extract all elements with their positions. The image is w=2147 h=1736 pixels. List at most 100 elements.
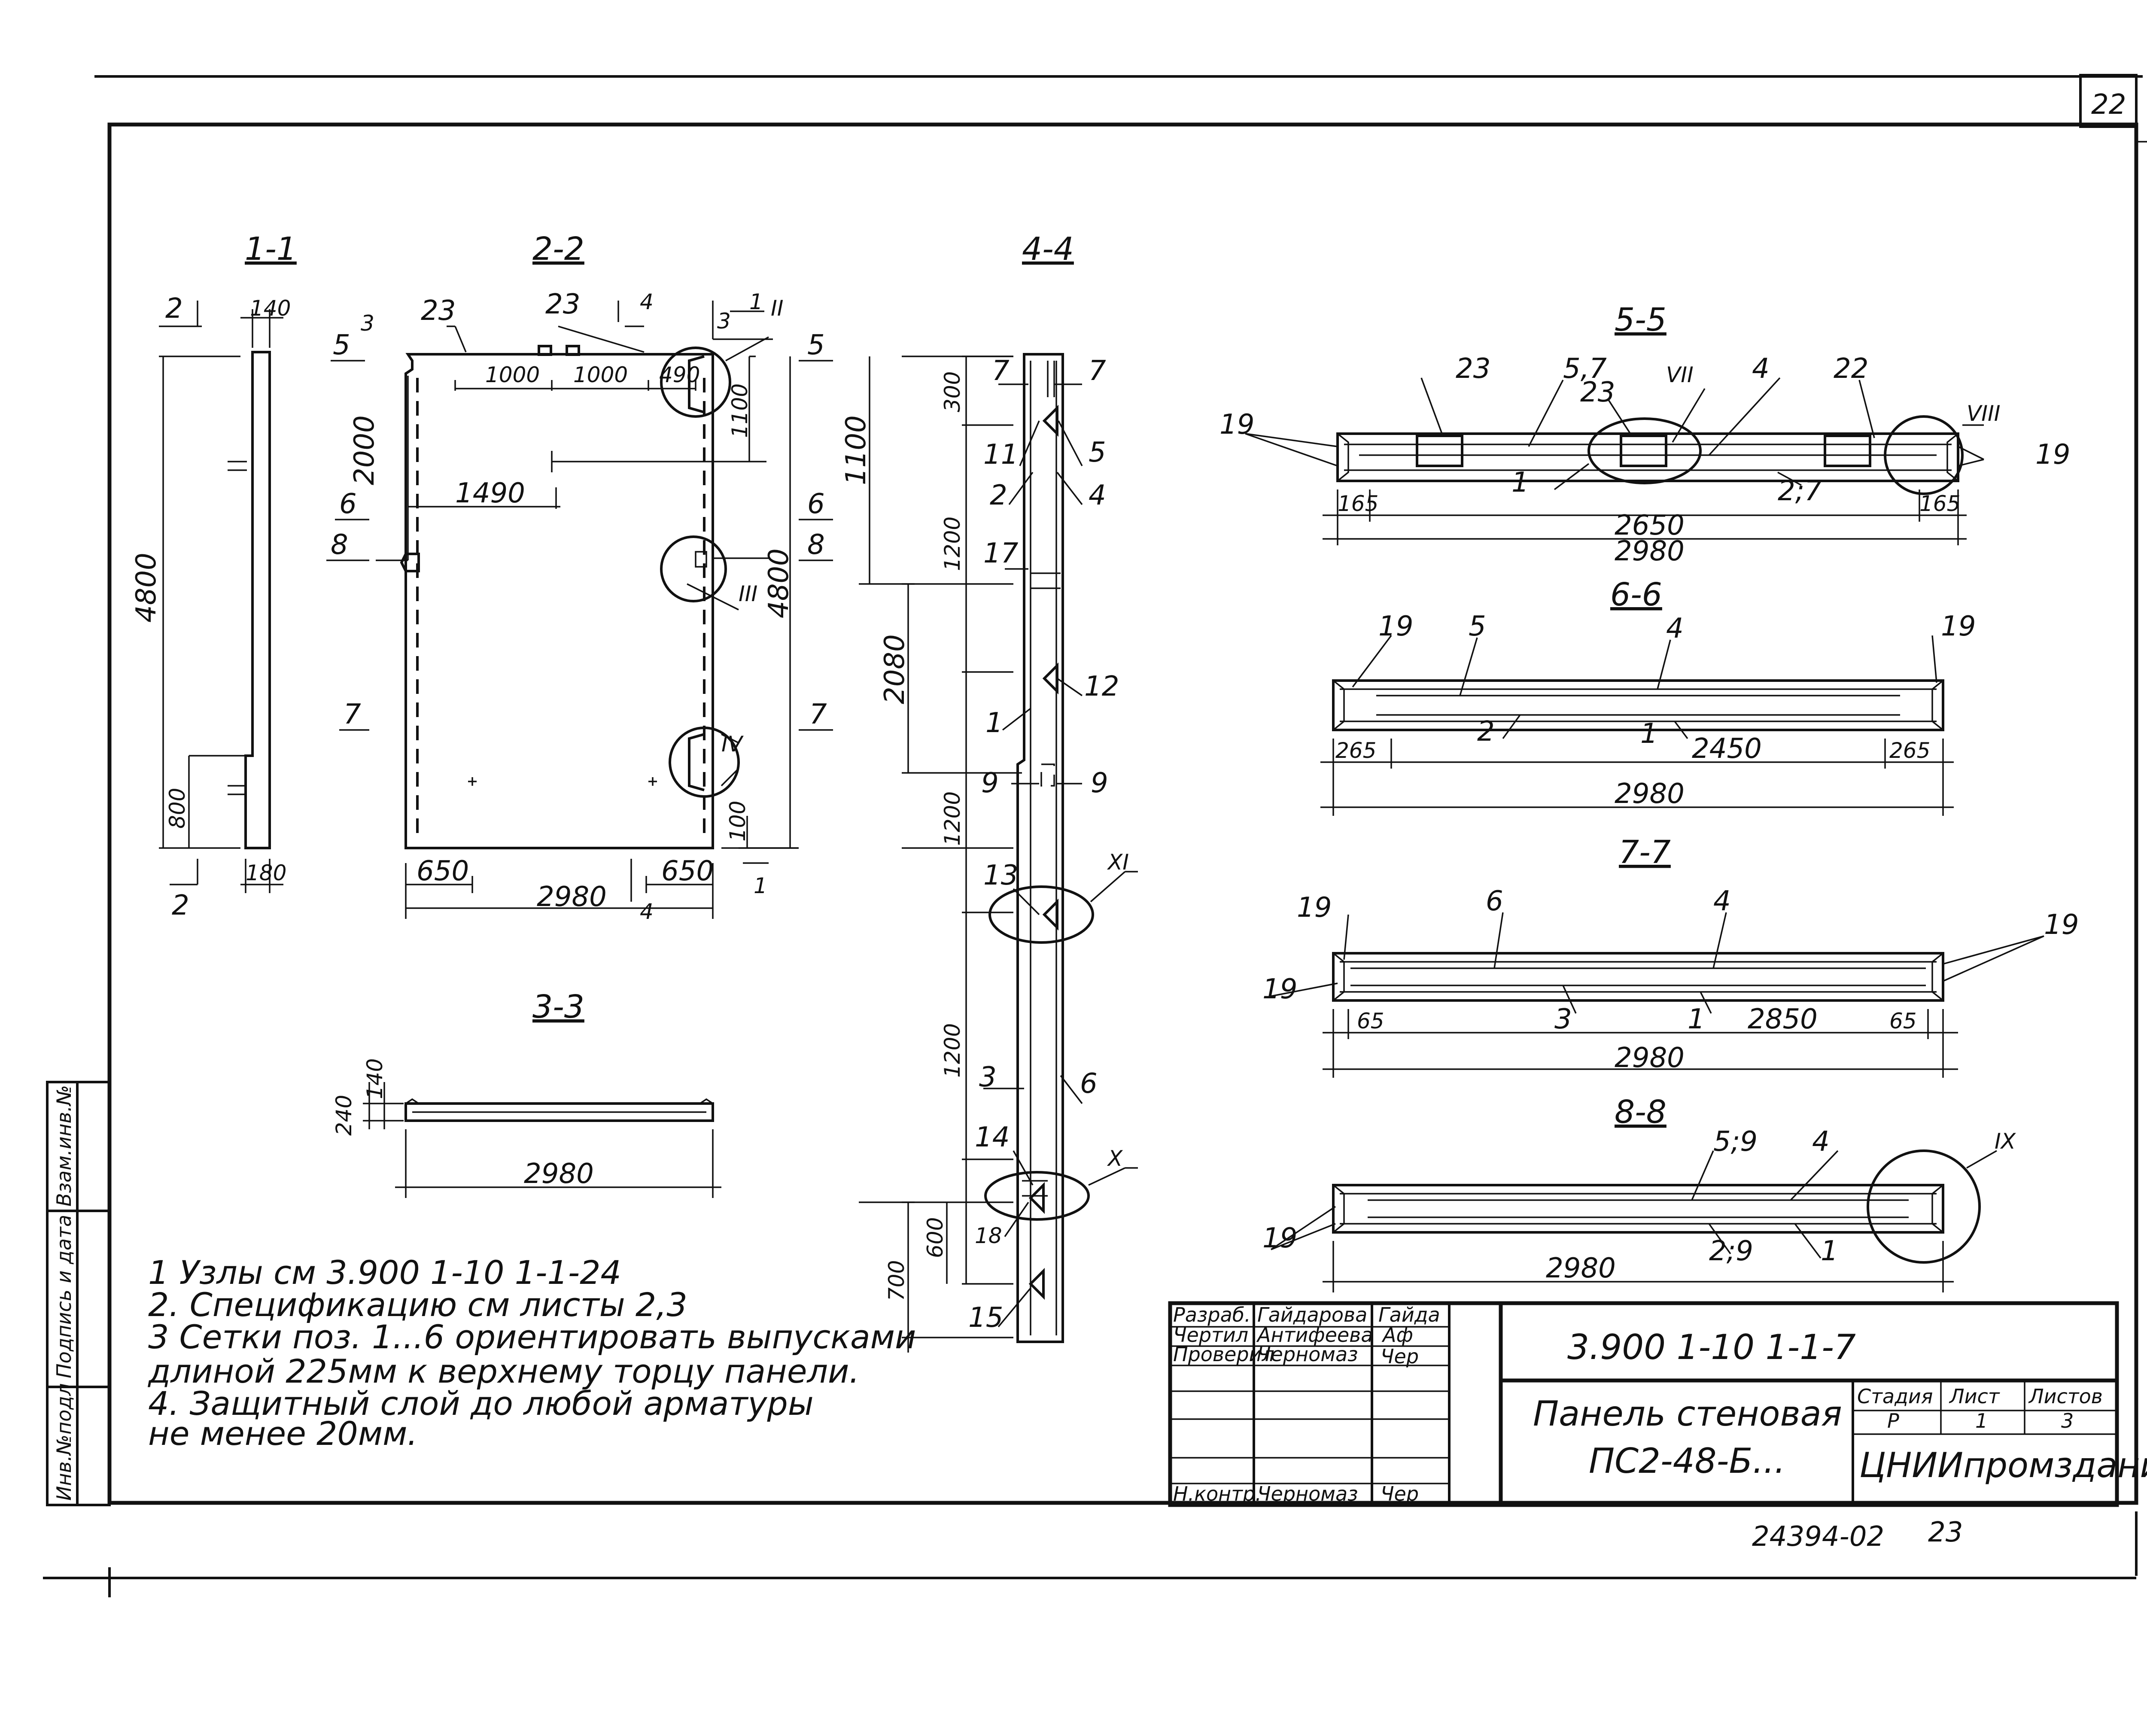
s55-dim-2: 2650 (1615, 510, 1685, 541)
tb-name-line2: ПС2-48-Б... (1589, 1441, 1785, 1481)
s77-mark-4: 19 (2044, 909, 2079, 941)
side-stamp: Инв.№подл Подпись и дата Взам.инв.№ (46, 1081, 111, 1506)
s55-dim-1: 165 (1338, 491, 1378, 516)
section-6-6: 6-6 19 5 4 19 2 1 265 2450 265 2980 (1320, 576, 1976, 816)
note-3: 3 Сетки поз. 1...6 ориентировать выпуска… (148, 1318, 916, 1356)
section-3-3: 3-3 240 140 2980 (331, 988, 721, 1198)
s44-mark-6: 4 (1089, 480, 1106, 511)
s55-mark-3: 5,7 (1563, 353, 1607, 385)
page-number-bottom: 23 (1928, 1517, 1963, 1548)
s55-mark-9: 2;7 (1778, 475, 1822, 507)
s22-mark-5: 3 (717, 309, 731, 334)
s44-mark-17: 15 (968, 1302, 1003, 1334)
section-2-2: 2-2 (326, 231, 833, 924)
section-1-1: 1-1 140 4800 800 180 2 2 (131, 231, 297, 921)
s44-dim-8: 700 (884, 1260, 909, 1301)
note-1: 1 Узлы см 3.900 1-10 1-1-24 (148, 1253, 621, 1292)
s22-mark-9: 6 (339, 488, 357, 520)
s11-dim-3: 800 (165, 788, 190, 829)
s77-mark-3: 4 (1713, 885, 1731, 917)
s22-node-iv: IV (721, 732, 744, 757)
note-6: не менее 20мм. (148, 1414, 418, 1453)
s22-mark-15: 4 (640, 899, 654, 924)
s11-dim-4: 180 (246, 860, 286, 885)
section-7-7: 7-7 19 6 4 19 19 3 1 65 2850 65 2980 (1262, 834, 2079, 1078)
s55-dim-4: 2980 (1615, 535, 1685, 567)
s44-mark-11: 9 (1091, 767, 1108, 799)
section-3-3-title: 3-3 (532, 988, 584, 1025)
s66-mark-1: 19 (1378, 611, 1413, 642)
s11-mark-1: 2 (165, 293, 183, 325)
s88-dim-1: 2980 (1546, 1253, 1616, 1284)
side-stamp-sign: Подпись и дата (52, 1215, 76, 1378)
sheet-number-top: 22 (2091, 89, 2126, 121)
s44-mark-9: 1 (985, 707, 1003, 739)
tb-org: ЦНИИпромзданий (1859, 1445, 2147, 1485)
tb-role-2: Чертил (1173, 1323, 1248, 1347)
s11-mark-2: 2 (172, 890, 189, 921)
s22-mark-11: 8 (331, 529, 348, 561)
section-7-7-title: 7-7 (1619, 834, 1671, 871)
s44-mark-5: 2 (990, 480, 1007, 511)
s44-node-xi: XI (1107, 850, 1129, 875)
s22-dim-11: 2980 (537, 881, 607, 913)
tb-signature-1: Гайда (1378, 1303, 1440, 1326)
tb-role-3: Проверил (1173, 1343, 1274, 1366)
tb-sheet-label: Лист (1949, 1385, 2000, 1408)
s22-dim-5: 1100 (727, 383, 752, 438)
s88-mark-5: 1 (1821, 1235, 1838, 1267)
s22-mark-10: 6 (807, 488, 825, 520)
section-8-8: 8-8 5;9 4 19 2;9 1 2980 IX (1262, 1094, 2016, 1292)
s22-mark-2: 23 (545, 289, 580, 320)
s44-mark-15: 14 (975, 1122, 1010, 1153)
section-4-4: 4-4 (840, 231, 1138, 1353)
s22-dim-7: 4800 (763, 548, 795, 618)
s66-dim-3: 265 (1889, 738, 1930, 763)
s55-mark-2: 23 (1456, 353, 1490, 385)
s44-dim-2: 300 (940, 371, 965, 412)
s22-mark-14: 7 (809, 699, 827, 730)
s44-mark-3: 11 (983, 439, 1018, 471)
s77-mark-6: 3 (1554, 1003, 1572, 1035)
s77-dim-4: 2980 (1615, 1042, 1685, 1074)
archive-number: 24394-02 (1752, 1521, 1884, 1553)
s88-mark-4: 2;9 (1709, 1235, 1753, 1267)
s11-dim-2: 4800 (131, 553, 162, 623)
s33-dim-2: 140 (362, 1058, 387, 1099)
s88-mark-3: 19 (1262, 1222, 1297, 1254)
side-stamp-replace: Взам.инв.№ (52, 1085, 76, 1207)
tb-sheets: 3 (2061, 1409, 2074, 1432)
notes-block: 1 Узлы см 3.900 1-10 1-1-24 2. Специфика… (147, 1253, 916, 1453)
s55-node-vii: VII (1666, 362, 1694, 387)
s22-dim-1: 1000 (485, 362, 540, 387)
s22-mark-16: 1 (754, 873, 767, 898)
title-block: Разраб. Чертил Проверил Н.контр. Гайдаро… (1168, 1301, 2147, 1507)
s55-dim-3: 165 (1919, 491, 1960, 516)
s55-mark-1: 19 (1219, 409, 1254, 441)
s88-mark-1: 5;9 (1713, 1126, 1758, 1158)
s44-dim-7: 600 (923, 1217, 948, 1258)
s66-mark-5: 2 (1477, 716, 1495, 748)
s44-dim-6: 1200 (940, 1023, 965, 1078)
s22-dim-8: 100 (725, 801, 750, 842)
s77-mark-2: 6 (1486, 885, 1503, 917)
section-8-8-title: 8-8 (1615, 1094, 1667, 1131)
tb-name-4: Черномаз (1257, 1482, 1358, 1505)
s22-dim-2: 1000 (573, 362, 628, 387)
tb-role-4: Н.контр. (1173, 1482, 1262, 1505)
s22-mark-8: 5 (807, 329, 825, 361)
tb-signature-4: Чер (1381, 1482, 1419, 1505)
s22-node-ii: II (771, 296, 784, 321)
s22-mark-3: 3 (361, 311, 374, 336)
note-2: 2. Спецификацию см листы 2,3 (148, 1286, 687, 1324)
s22-mark-1: 23 (421, 295, 456, 327)
s55-mark-8: 1 (1511, 467, 1529, 499)
s44-mark-12: 13 (983, 860, 1018, 891)
tb-sheet: 1 (1975, 1409, 1988, 1432)
s66-dim-4: 2980 (1615, 778, 1685, 810)
s44-mark-16: 18 (975, 1223, 1002, 1248)
s44-mark-2: 7 (1089, 355, 1106, 387)
s22-mark-6: 1 (749, 289, 763, 314)
sheet-frame (43, 74, 2147, 1597)
